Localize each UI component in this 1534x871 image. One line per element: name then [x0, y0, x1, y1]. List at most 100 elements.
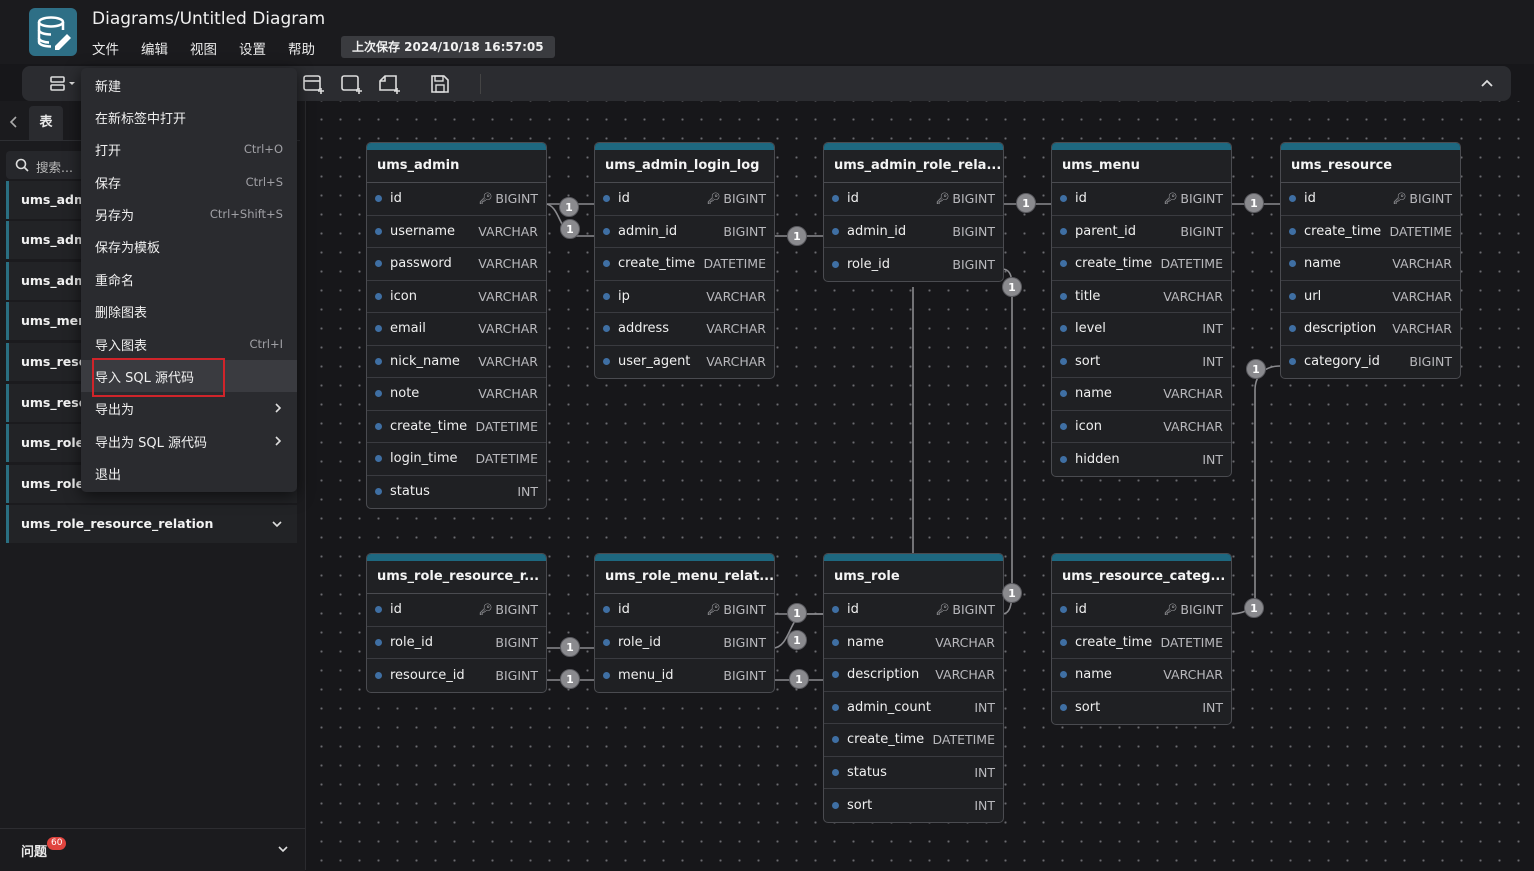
cardinality-badge[interactable]: 1: [787, 630, 807, 650]
field-row[interactable]: id🔑︎BIGINT: [1281, 183, 1460, 216]
cardinality-badge[interactable]: 1: [559, 197, 579, 217]
field-row[interactable]: menu_idBIGINT: [595, 659, 774, 692]
field-dot-icon[interactable]: [375, 455, 382, 462]
field-row[interactable]: passwordVARCHAR: [367, 248, 546, 281]
table-ums-admin-login-log[interactable]: ums_admin_login_log id🔑︎BIGINT admin_idB…: [594, 142, 775, 379]
field-dot-icon[interactable]: [1289, 358, 1296, 365]
field-dot-icon[interactable]: [832, 671, 839, 678]
cardinality-badge[interactable]: 1: [1246, 359, 1266, 379]
field-row[interactable]: sortINT: [1052, 692, 1231, 725]
menu-item-import-diagram[interactable]: 导入图表Ctrl+I: [81, 328, 297, 360]
field-row[interactable]: create_timeDATETIME: [1281, 216, 1460, 249]
table-ums-role-resource-relation[interactable]: ums_role_resource_r... id🔑︎BIGINT role_i…: [366, 553, 547, 693]
field-dot-icon[interactable]: [603, 293, 610, 300]
table-title[interactable]: ums_role_menu_relat...: [595, 554, 774, 594]
field-row[interactable]: nick_nameVARCHAR: [367, 346, 546, 379]
field-row[interactable]: create_timeDATETIME: [367, 411, 546, 444]
field-row[interactable]: admin_countINT: [824, 692, 1003, 725]
table-title[interactable]: ums_resource: [1281, 143, 1460, 183]
field-row[interactable]: admin_idBIGINT: [595, 216, 774, 249]
field-dot-icon[interactable]: [1289, 195, 1296, 202]
menu-item-export-sql[interactable]: 导出为 SQL 源代码: [81, 425, 297, 457]
table-ums-admin[interactable]: ums_admin id🔑︎BIGINT usernameVARCHAR pas…: [366, 142, 547, 509]
cardinality-badge[interactable]: 1: [560, 637, 580, 657]
field-row[interactable]: id🔑︎BIGINT: [367, 183, 546, 216]
field-row[interactable]: ipVARCHAR: [595, 281, 774, 314]
field-dot-icon[interactable]: [375, 606, 382, 613]
cardinality-badge[interactable]: 1: [1002, 277, 1022, 297]
field-dot-icon[interactable]: [375, 195, 382, 202]
save-icon[interactable]: [426, 66, 454, 101]
field-row[interactable]: usernameVARCHAR: [367, 216, 546, 249]
menu-item-open-new-tab[interactable]: 在新标签中打开: [81, 101, 297, 133]
field-dot-icon[interactable]: [1060, 639, 1067, 646]
sidebar-prev-icon[interactable]: [8, 114, 20, 134]
field-dot-icon[interactable]: [603, 195, 610, 202]
table-title[interactable]: ums_menu: [1052, 143, 1231, 183]
menu-item-save-as[interactable]: 另存为Ctrl+Shift+S: [81, 198, 297, 230]
field-row[interactable]: urlVARCHAR: [1281, 281, 1460, 314]
field-row[interactable]: user_agentVARCHAR: [595, 346, 774, 379]
field-row[interactable]: role_idBIGINT: [595, 627, 774, 660]
table-ums-role-menu-relation[interactable]: ums_role_menu_relat... id🔑︎BIGINT role_i…: [594, 553, 775, 693]
cardinality-badge[interactable]: 1: [787, 226, 807, 246]
field-dot-icon[interactable]: [1289, 228, 1296, 235]
add-table-icon[interactable]: [300, 66, 328, 101]
field-dot-icon[interactable]: [1060, 195, 1067, 202]
field-dot-icon[interactable]: [1060, 260, 1067, 267]
field-row[interactable]: sortINT: [1052, 346, 1231, 379]
field-dot-icon[interactable]: [375, 423, 382, 430]
field-row[interactable]: nameVARCHAR: [1281, 248, 1460, 281]
field-dot-icon[interactable]: [832, 736, 839, 743]
menu-item-new[interactable]: 新建: [81, 69, 297, 101]
field-row[interactable]: category_idBIGINT: [1281, 346, 1460, 379]
tab-tables[interactable]: 表: [29, 106, 63, 140]
field-row[interactable]: iconVARCHAR: [367, 281, 546, 314]
field-dot-icon[interactable]: [1060, 704, 1067, 711]
layout-menu-icon[interactable]: [46, 66, 80, 101]
table-ums-menu[interactable]: ums_menu id🔑︎BIGINT parent_idBIGINT crea…: [1051, 142, 1232, 477]
field-row[interactable]: resource_idBIGINT: [367, 659, 546, 692]
menu-item-save[interactable]: 保存Ctrl+S: [81, 166, 297, 198]
field-dot-icon[interactable]: [1289, 293, 1296, 300]
field-row[interactable]: id🔑︎BIGINT: [1052, 594, 1231, 627]
field-dot-icon[interactable]: [832, 704, 839, 711]
field-dot-icon[interactable]: [375, 488, 382, 495]
field-dot-icon[interactable]: [375, 390, 382, 397]
menu-item-rename[interactable]: 重命名: [81, 263, 297, 295]
field-row[interactable]: descriptionVARCHAR: [1281, 313, 1460, 346]
field-row[interactable]: id🔑︎BIGINT: [824, 594, 1003, 627]
table-ums-admin-role-relation[interactable]: ums_admin_role_rela... id🔑︎BIGINT admin_…: [823, 142, 1004, 282]
menu-settings[interactable]: 设置: [239, 38, 266, 58]
field-row[interactable]: noteVARCHAR: [367, 378, 546, 411]
cardinality-badge[interactable]: 1: [1244, 193, 1264, 213]
field-dot-icon[interactable]: [1060, 390, 1067, 397]
cardinality-badge[interactable]: 1: [560, 669, 580, 689]
app-logo[interactable]: [29, 8, 77, 56]
table-title[interactable]: ums_resource_categ...: [1052, 554, 1231, 594]
field-dot-icon[interactable]: [375, 672, 382, 679]
field-row[interactable]: descriptionVARCHAR: [824, 659, 1003, 692]
field-dot-icon[interactable]: [603, 606, 610, 613]
issues-panel[interactable]: 问题 60: [0, 828, 305, 871]
field-dot-icon[interactable]: [1060, 293, 1067, 300]
collapse-toolbar-icon[interactable]: [1474, 66, 1500, 101]
field-row[interactable]: addressVARCHAR: [595, 313, 774, 346]
cardinality-badge[interactable]: 1: [1016, 193, 1036, 213]
table-title[interactable]: ums_admin: [367, 143, 546, 183]
field-dot-icon[interactable]: [375, 325, 382, 332]
menu-item-delete-diagram[interactable]: 删除图表: [81, 295, 297, 327]
menu-item-save-as-template[interactable]: 保存为模板: [81, 230, 297, 262]
field-row[interactable]: create_timeDATETIME: [1052, 627, 1231, 660]
field-row[interactable]: id🔑︎BIGINT: [824, 183, 1003, 216]
field-dot-icon[interactable]: [1060, 325, 1067, 332]
field-row[interactable]: role_idBIGINT: [367, 627, 546, 660]
menu-file[interactable]: 文件: [92, 38, 119, 58]
cardinality-badge[interactable]: 1: [789, 669, 809, 689]
field-dot-icon[interactable]: [1060, 358, 1067, 365]
field-dot-icon[interactable]: [832, 195, 839, 202]
field-row[interactable]: role_idBIGINT: [824, 248, 1003, 281]
cardinality-badge[interactable]: 1: [1002, 583, 1022, 603]
table-title[interactable]: ums_admin_role_rela...: [824, 143, 1003, 183]
field-row[interactable]: nameVARCHAR: [1052, 659, 1231, 692]
